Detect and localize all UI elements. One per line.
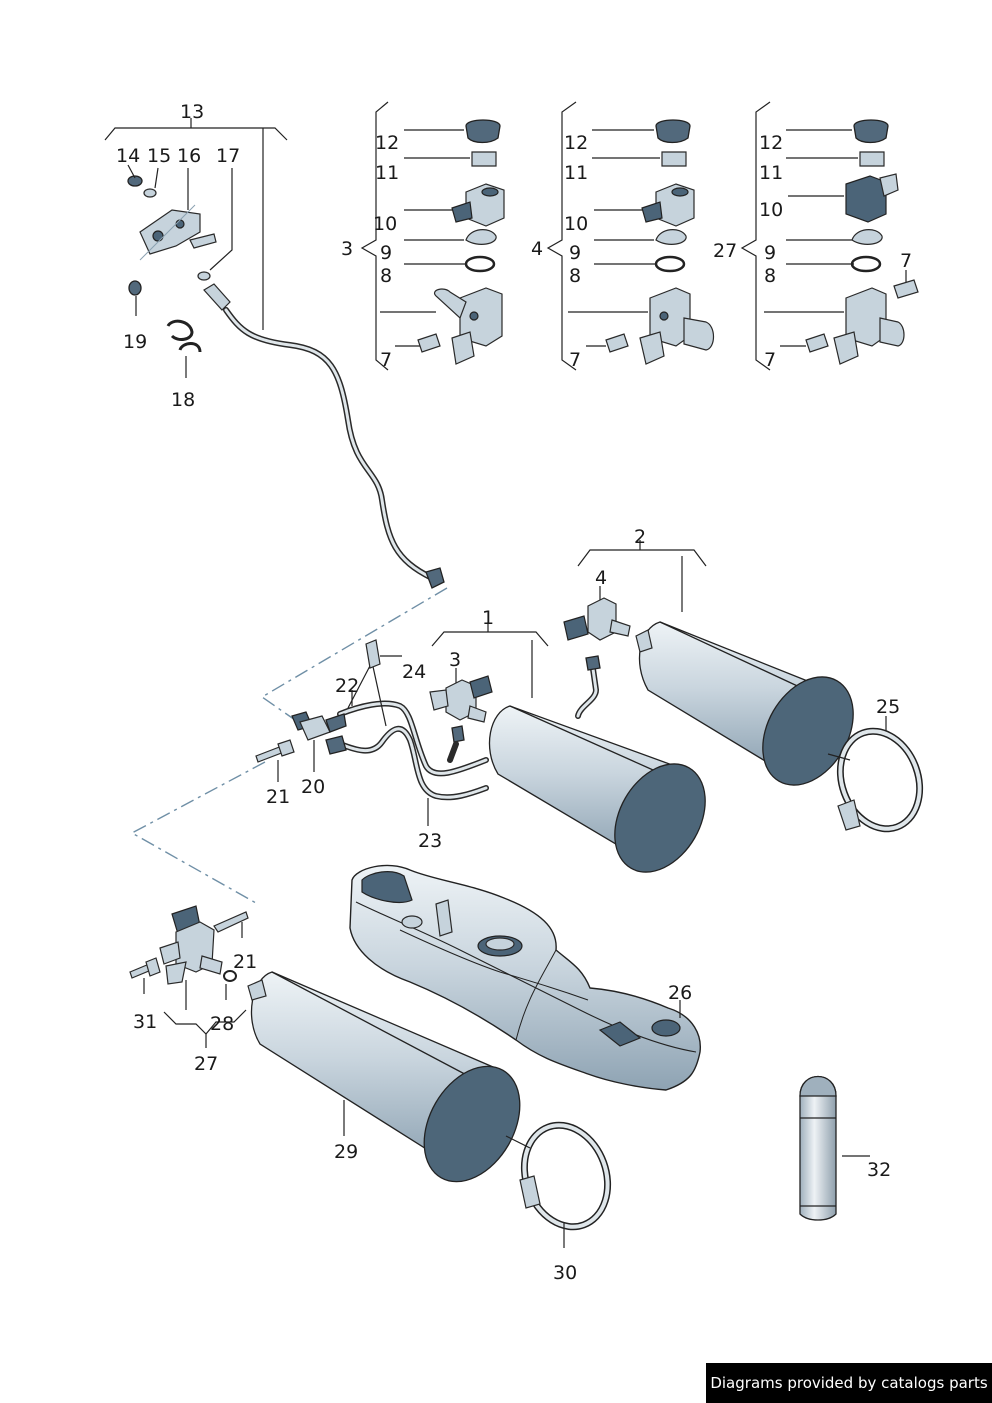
label-27-group: 27 [713,240,737,262]
credit-text: Diagrams provided by catalogs parts [710,1374,988,1392]
label-14: 14 [116,145,140,167]
label-28: 28 [210,1013,234,1035]
clamp-30 [505,1121,612,1248]
label-15: 15 [147,145,171,167]
routing-line-lower [130,761,266,904]
label-3: 3 [449,649,461,671]
label-23: 23 [418,830,442,852]
label-22: 22 [335,675,359,697]
label-1: 1 [482,607,494,629]
label-7-group3: 7 [380,349,392,371]
label-11-group3: 11 [375,162,399,184]
label-12-group3: 12 [375,132,399,154]
label-19: 19 [123,331,147,353]
label-12-group27: 12 [759,132,783,154]
label-8-group27: 8 [764,265,776,287]
pipe-assembly-23 [255,639,489,826]
spray-can-32 [799,1075,870,1221]
valve-group-4 [546,101,715,371]
label-25: 25 [876,696,900,718]
label-9-group4: 9 [569,242,581,264]
valve-group-3 [360,101,505,371]
label-21-upper: 21 [266,786,290,808]
label-10-group27: 10 [759,199,783,221]
valve-group-27 [740,101,919,371]
label-4-group: 4 [531,238,543,260]
label-7-group4: 7 [569,349,581,371]
assembly-13 [104,118,288,378]
routing-line-upper [260,587,448,723]
label-31: 31 [133,1011,157,1033]
label-32: 32 [867,1159,891,1181]
label-20: 20 [301,776,325,798]
credit-banner: Diagrams provided by catalogs parts [706,1363,992,1403]
label-8-group4: 8 [569,265,581,287]
label-27: 27 [194,1053,218,1075]
label-4: 4 [595,567,607,589]
label-21-lower: 21 [233,951,257,973]
label-18: 18 [171,389,195,411]
label-16: 16 [177,145,201,167]
label-7-group27: 7 [764,349,776,371]
label-30: 30 [553,1262,577,1284]
label-3-group: 3 [341,238,353,260]
label-9-group3: 9 [380,242,392,264]
label-13: 13 [180,101,204,123]
label-7-group27-side: 7 [900,250,912,272]
fuel-tank-26 [349,864,701,1091]
valve-27-lower [129,905,249,1048]
tank-29 [247,971,521,1183]
label-2: 2 [634,526,646,548]
label-10-group4: 10 [564,213,588,235]
label-10-group3: 10 [373,213,397,235]
label-9-group27: 9 [764,242,776,264]
label-24: 24 [402,661,426,683]
label-12-group4: 12 [564,132,588,154]
label-11-group4: 11 [564,162,588,184]
label-17: 17 [216,145,240,167]
callout-labels: 13 14 15 16 17 19 18 12 11 10 3 9 8 7 12… [116,101,912,1284]
label-26: 26 [668,982,692,1004]
label-29: 29 [334,1141,358,1163]
main-gas-pipe [223,307,445,589]
clamp-25 [827,716,924,833]
label-8-group3: 8 [380,265,392,287]
label-11-group27: 11 [759,162,783,184]
tank-1 [429,622,706,873]
tank-2 [563,540,854,786]
